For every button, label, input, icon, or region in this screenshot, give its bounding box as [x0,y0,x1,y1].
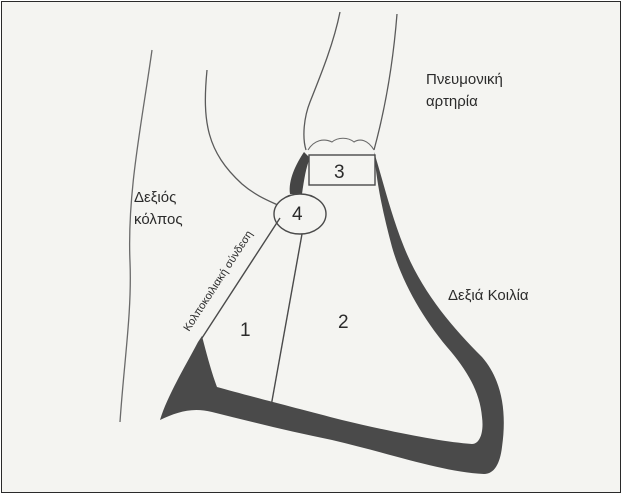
region-number-3: 3 [334,162,345,183]
pulmonary-artery-right-wall [374,14,397,150]
region-number-1: 1 [240,320,251,341]
pulmonary-valve-cusps [308,138,374,150]
pulmonary-artery-left-wall [304,12,340,150]
atrium-inner-wall [205,70,282,207]
label-right-ventricle: Δεξιά Κοιλία [448,287,529,304]
label-right-atrium-line1: Δεξιός [134,189,176,206]
label-pulmonary-artery-line2: αρτηρία [426,93,478,110]
region-number-2: 2 [338,312,349,333]
ventricular-wall [160,152,504,474]
infundibular-muscle [290,152,310,194]
label-av-junction: Κολποκοιλιακή σύνδεση [181,229,255,334]
label-pulmonary-artery-line1: Πνευμονική [426,71,503,88]
label-right-atrium-line2: κόλπος [134,211,183,228]
region-number-4: 4 [292,204,303,225]
septal-divider-line [270,234,302,412]
atrium-outer-outline [120,50,152,422]
